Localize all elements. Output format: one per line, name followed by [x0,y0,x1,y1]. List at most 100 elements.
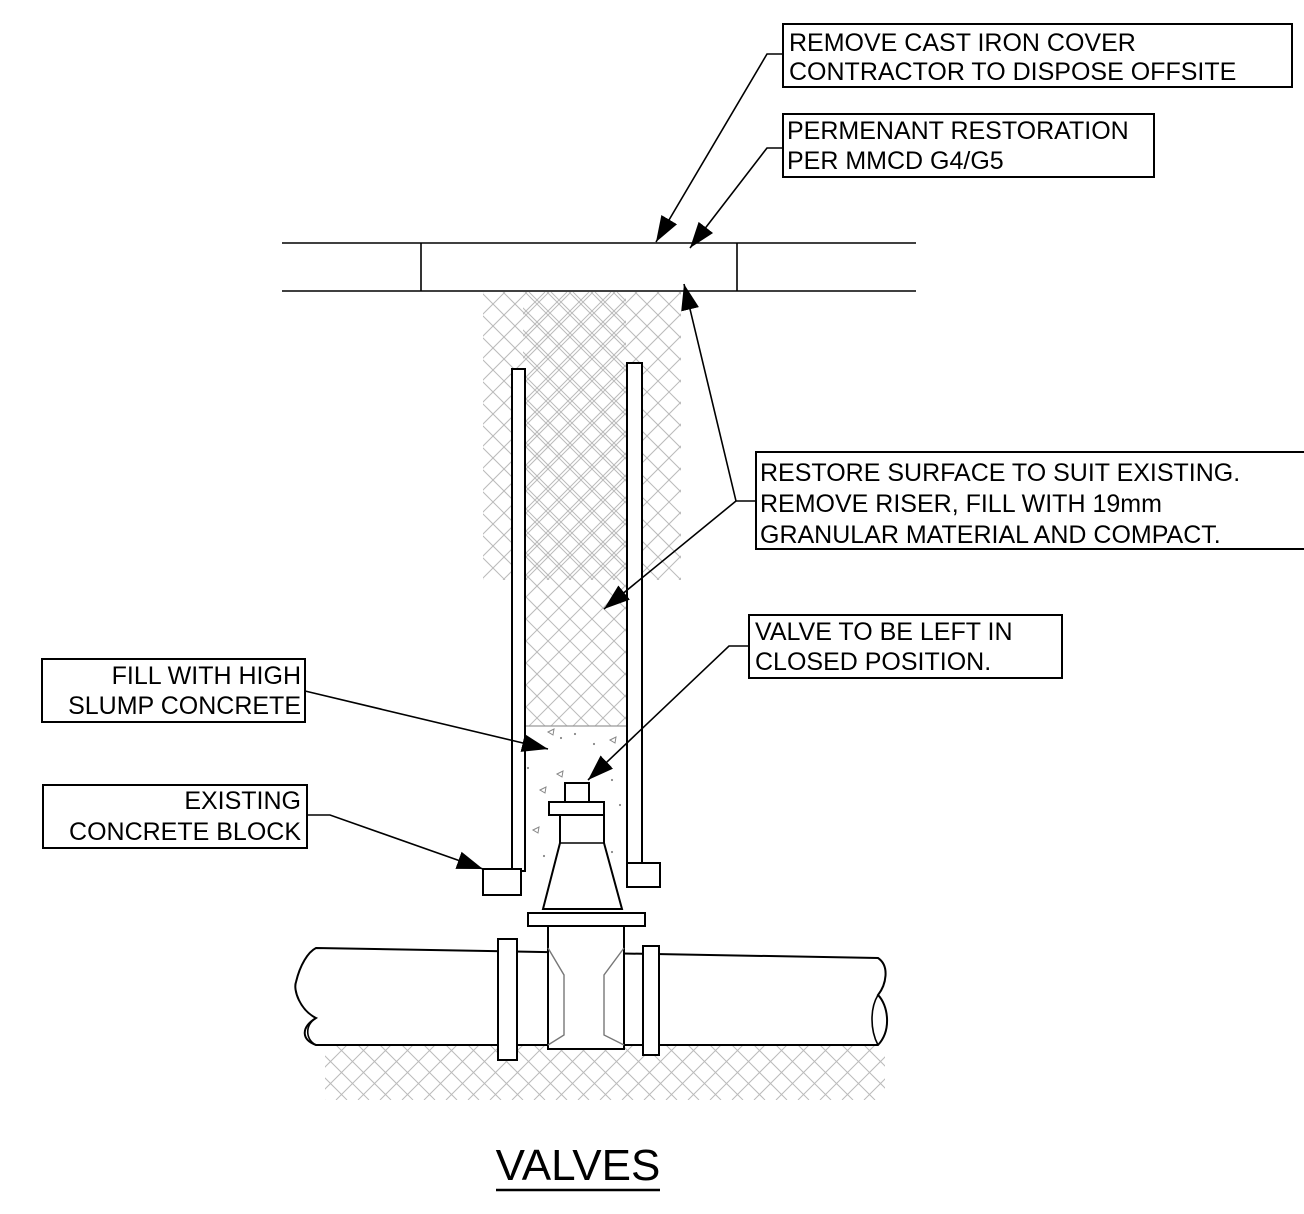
callout-concrete-fill-line2: SLUMP CONCRETE [68,692,301,720]
callout-permanent-restoration: PERMENANT RESTORATION PER MMCD G4/G5 [782,113,1155,178]
leader-lines [304,53,783,870]
soil-hatch-line [401,1045,458,1100]
callout-permanent-restoration-line2: PER MMCD G4/G5 [787,147,1004,175]
soil-hatch-line [523,298,626,403]
drawing-title-text: VALVES [496,1141,661,1190]
callout-restore-surface-line3: GRANULAR MATERIAL AND COMPACT. [760,521,1221,549]
soil-hatch-line [325,1099,326,1100]
soil-hatch-line [753,1045,810,1100]
soil-hatch-line [335,1045,392,1100]
soil-hatch-line [665,1045,722,1100]
soil-hatch-line [502,292,681,471]
concrete-aggregate [546,728,555,736]
soil-hatch-line [819,1045,876,1100]
soil-hatch-line [483,292,550,359]
soil-hatch-line [886,1045,941,1100]
gate-valve [497,782,660,1061]
concrete-aggregate [531,826,540,834]
soil-hatch-line [483,292,572,381]
concrete-speck [573,732,577,736]
soil-hatch-line [523,593,626,698]
soil-hatch-line [908,1045,963,1100]
callout-concrete-fill: FILL WITH HIGH SLUMP CONCRETE [41,658,306,723]
soil-hatch-line [325,1055,370,1100]
soil-hatch-line [930,1045,985,1100]
soil-hatch-line [483,579,484,580]
callout-existing-block-line2: CONCRETE BLOCK [69,818,301,846]
concrete-speck [526,766,530,770]
soil-hatch-line [775,1045,832,1100]
concrete-speck [610,778,614,782]
soil-hatch-upper [483,292,681,580]
callout-restore-surface-line1: RESTORE SURFACE TO SUIT EXISTING. [760,459,1240,487]
soil-hatch-line [483,292,484,293]
callout-concrete-fill-line1: FILL WITH HIGH [112,662,301,690]
soil-hatch-line [568,292,681,405]
soil-hatch-line [467,1045,524,1100]
soil-hatch-line [523,606,626,711]
soil-hatch-line [841,1045,885,1089]
soil-hatch-line [483,469,594,580]
soil-hatch-line [523,584,626,689]
soil-hatch-line [445,1045,502,1100]
soil-hatch-line [528,628,626,726]
callout-valve-closed: VALVE TO BE LEFT IN CLOSED POSITION. [748,614,1063,679]
callout-existing-block: EXISTING CONCRETE BLOCK [42,784,308,849]
soil-hatch-line [523,571,626,676]
soil-hatch-line [524,292,681,449]
concrete-aggregate [538,786,547,794]
soil-hatch-line [908,1045,963,1100]
soil-hatch-line [483,292,594,403]
soil-hatch-line [863,1078,885,1100]
concrete-speck [610,850,614,854]
soil-hatch-line [599,1045,656,1100]
callout-remove-cover-line2: CONTRACTOR TO DISPOSE OFFSITE [789,58,1236,86]
soil-hatch-line [523,562,626,667]
concrete-speck [542,854,546,858]
soil-hatch-line [886,1045,941,1100]
soil-hatch-line [709,1045,766,1100]
soil-hatch-line [523,615,626,720]
concrete-speck [618,803,622,807]
callout-valve-closed-line1: VALVE TO BE LEFT IN [755,618,1013,646]
concrete-speck [601,760,605,764]
soil-hatch-bottom [325,1045,985,1100]
soil-hatch-line [379,1045,436,1100]
soil-hatch-line [325,1045,326,1046]
soil-hatch-line [523,483,626,588]
soil-hatch-line [528,292,626,390]
soil-hatch-line [423,1045,480,1100]
soil-hatch-line [483,359,681,559]
soil-hatch-line [523,329,626,434]
soil-hatch-line [483,447,616,580]
soil-hatch-line [612,292,681,361]
soil-hatch-line [731,1045,788,1100]
soil-hatch-line [483,337,681,537]
soil-hatch-line [797,1045,854,1100]
concrete-speck [592,742,596,746]
callout-existing-block-line1: EXISTING [184,787,301,815]
soil-hatch-line [483,293,681,493]
soil-hatch-line [568,467,681,580]
soil-hatch-line [612,511,681,580]
soil-hatch-line [590,292,681,383]
soil-hatch-line [523,351,626,456]
soil-hatch-line [687,1045,744,1100]
soil-hatch-line [483,425,638,580]
soil-hatch-line [550,650,626,726]
soil-hatch-line [523,417,626,522]
soil-hatch-line [555,1045,612,1100]
soil-hatch-line [483,557,506,580]
soil-hatch-line [546,445,681,580]
soil-hatch-line [357,1045,414,1100]
drawing-title: VALVES [496,1141,661,1192]
soil-hatch-line [523,461,626,566]
soil-hatch-line [483,292,616,425]
soil-hatch-line [533,1045,590,1100]
callout-restore-surface-line2: REMOVE RISER, FILL WITH 19mm [760,490,1162,518]
soil-hatch-line [483,292,506,315]
soil-hatch-line [546,292,681,427]
soil-hatch-line [523,320,626,425]
riser-left [482,368,526,896]
